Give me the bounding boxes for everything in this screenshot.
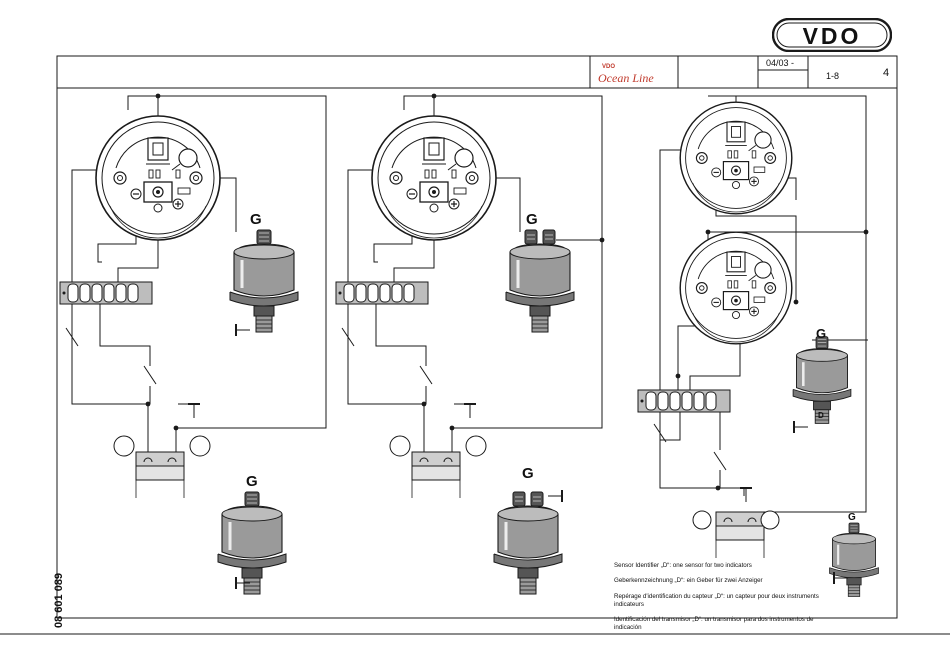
terminal-g-label-3: G: [816, 326, 826, 341]
terminal-g-label-5: G: [522, 465, 534, 482]
caption-line-de: Geberkennzeichnung „D“: ein Geber für zw…: [614, 577, 763, 585]
gauge-back-2: [371, 115, 497, 241]
ocean-line-small-brand: VDO: [602, 64, 615, 70]
page-range: 1-8: [826, 71, 839, 81]
terminal-g-label-4: G: [246, 473, 258, 490]
document-number: 08 601 089: [53, 573, 65, 628]
gauge-back-1: [95, 115, 221, 241]
ocean-line-text: Ocean Line: [598, 71, 654, 85]
title-block: [56, 55, 898, 89]
drawing-frame: [56, 87, 898, 619]
sensor-identifier-caption: Sensor Identifier „D“: one sensor for tw…: [614, 554, 834, 640]
ocean-line-logo: VDO Ocean Line: [598, 64, 654, 85]
caption-line-es: Identificación del transmisor „D“: un tr…: [614, 616, 814, 632]
document-number-text: 08 601 089: [53, 573, 65, 628]
terminal-g-label-2: G: [526, 211, 538, 228]
vdo-logo: VDO: [772, 18, 892, 52]
terminal-d-label: D: [818, 411, 824, 420]
wiring-panel-1: [59, 93, 327, 596]
terminal-g-label-6: G: [848, 512, 856, 523]
page-number: 4: [883, 67, 889, 79]
terminal-g-label-1: G: [250, 211, 262, 228]
caption-line-fr: Repérage d'identification du capteur „D“…: [614, 592, 819, 608]
revision-date: 04/03 -: [766, 58, 794, 68]
vdo-logo-text: VDO: [803, 23, 862, 49]
wiring-panel-2: [335, 93, 605, 596]
wiring-panel-3: [637, 95, 880, 598]
caption-line-en: Sensor Identifier „D“: one sensor for tw…: [614, 561, 752, 569]
